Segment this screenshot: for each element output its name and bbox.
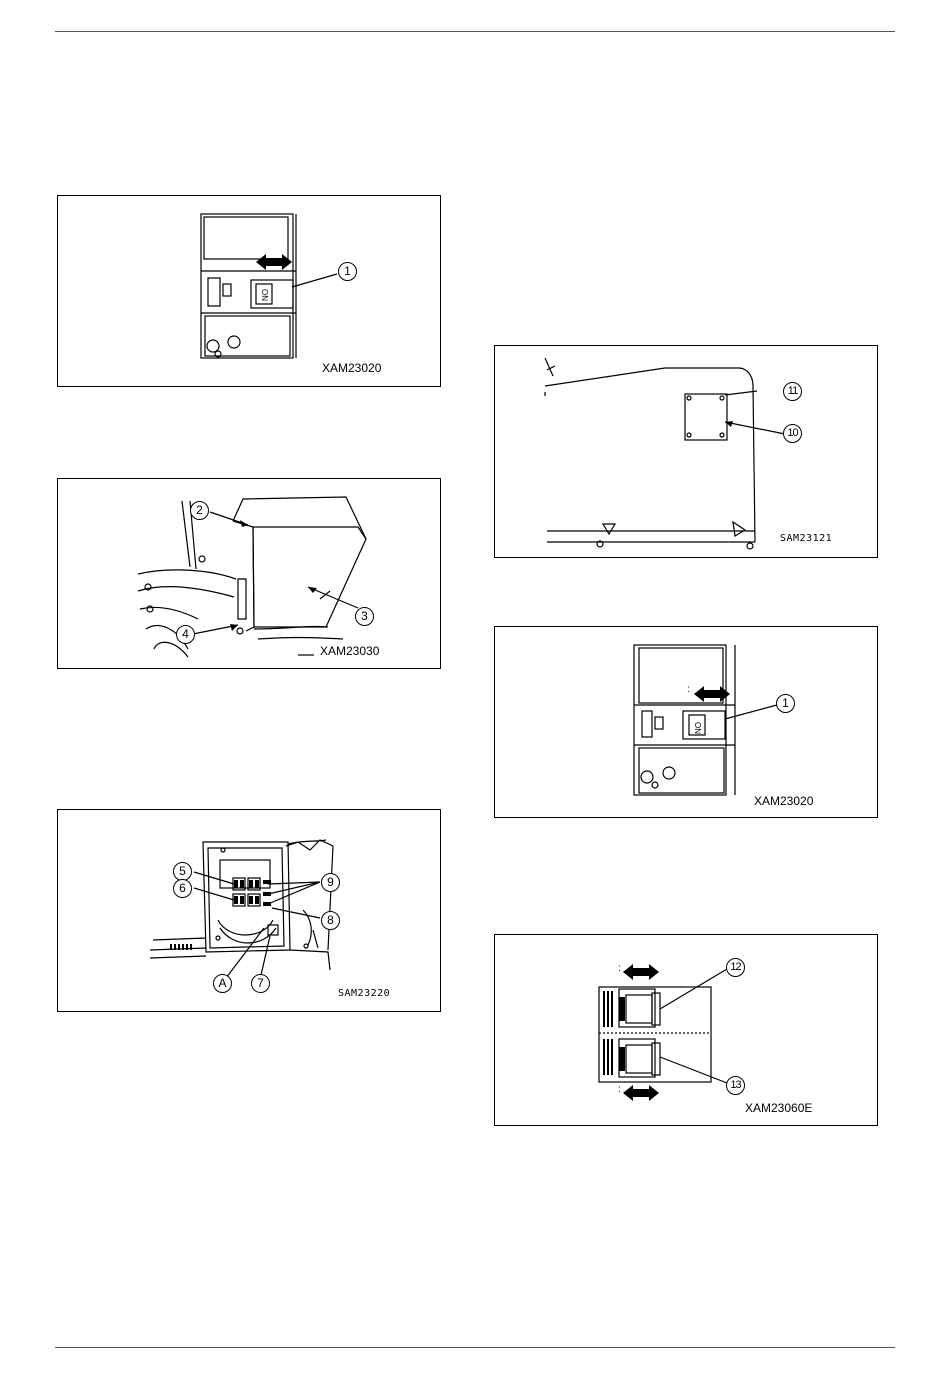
- callout-9: 9: [321, 873, 340, 892]
- figure-code: XAM23020: [754, 794, 813, 808]
- callout-1: 1: [338, 262, 357, 281]
- callout-13: 13: [726, 1076, 745, 1095]
- switch-on-label: ON: [259, 289, 269, 301]
- arrow-prefix-top: :: [618, 964, 621, 974]
- callout-11: 11: [783, 382, 802, 401]
- callout-10: 10: [783, 424, 802, 443]
- figure-twin-switches: : : 12 13 XAM23060E: [494, 934, 878, 1126]
- arrow-prefix: :: [687, 685, 690, 695]
- figure-relay-box: 5 6 9 8 A 7 SAM23220: [57, 809, 441, 1012]
- callout-6: 6: [173, 879, 192, 898]
- callout-3: 3: [355, 607, 374, 626]
- figure-disconnect-switch-2: : ON 1 XAM23020: [494, 626, 878, 818]
- figure-access-panel: 11 10 SAM23121: [494, 345, 878, 558]
- figure-code: XAM23060E: [745, 1101, 812, 1115]
- figure-code: SAM23121: [780, 533, 832, 544]
- switch-on-label: ON: [692, 722, 702, 734]
- switch-panel-drawing: [495, 627, 879, 819]
- figure-code: XAM23030: [320, 644, 379, 658]
- callout-4: 4: [176, 625, 195, 644]
- callout-12: 12: [726, 958, 745, 977]
- twin-switch-drawing: [495, 935, 879, 1127]
- callout-2: 2: [190, 501, 209, 520]
- header-rule: [55, 31, 895, 32]
- access-panel-drawing: [495, 346, 879, 559]
- relay-box-drawing: [58, 810, 442, 1013]
- figure-code: XAM23020: [322, 361, 381, 375]
- callout-1: 1: [776, 694, 795, 713]
- switch-panel-drawing: [58, 196, 442, 388]
- callout-A: A: [213, 974, 232, 993]
- cover-box-drawing: [58, 479, 442, 670]
- figure-code: SAM23220: [338, 988, 390, 999]
- figure-disconnect-switch: ON 1 XAM23020: [57, 195, 441, 387]
- callout-7: 7: [251, 974, 270, 993]
- callout-8: 8: [321, 911, 340, 930]
- figure-cover-box: 2 3 4 XAM23030: [57, 478, 441, 669]
- footer-rule: [55, 1347, 895, 1348]
- arrow-prefix-bottom: :: [618, 1085, 621, 1095]
